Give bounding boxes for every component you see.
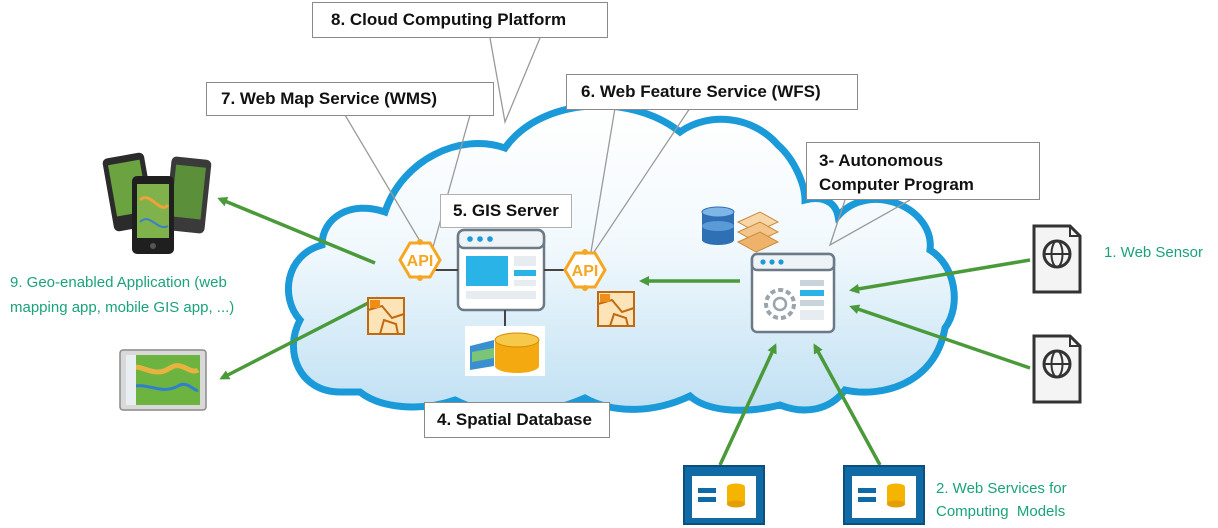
web-sensor-globe-document-icon bbox=[1032, 334, 1082, 404]
web-sensor-label: 1. Web Sensor bbox=[1104, 244, 1203, 261]
autonomous-label-line2: Computer Program bbox=[819, 175, 974, 194]
autonomous-program-callout: 3- Autonomous Computer Program bbox=[806, 142, 1040, 200]
geo-app-label: 9. Geo-enabled Application (web mapping … bbox=[10, 274, 235, 316]
wfs-label: 6. Web Feature Service (WFS) bbox=[581, 82, 821, 101]
gis-server-window-icon bbox=[456, 228, 546, 312]
gis-server-callout: 5. GIS Server bbox=[440, 194, 572, 228]
cloud-shape bbox=[284, 102, 958, 417]
wfs-callout: 6. Web Feature Service (WFS) bbox=[566, 74, 858, 110]
arrow-sensor2-to-program bbox=[849, 304, 1031, 370]
autonomous-label-line1: 3- Autonomous bbox=[819, 151, 944, 170]
cloud-platform-label: 8. Cloud Computing Platform bbox=[331, 10, 567, 29]
web-service-icon bbox=[683, 465, 765, 525]
arrow-sensor1-to-program bbox=[849, 258, 1031, 294]
spatial-db-callout: 4. Spatial Database bbox=[424, 402, 610, 438]
spatial-db-label: 4. Spatial Database bbox=[437, 410, 592, 429]
spatial-database-icon bbox=[465, 326, 545, 376]
feature-map-tile-icon bbox=[367, 297, 405, 335]
arrow-wfs-to-tablet bbox=[219, 296, 379, 380]
cloud-platform-callout: 8. Cloud Computing Platform bbox=[312, 2, 608, 38]
wms-label: 7. Web Map Service (WMS) bbox=[221, 89, 438, 108]
web-sensor-globe-document-icon bbox=[1032, 224, 1082, 294]
api-hexagon-icon: API bbox=[563, 249, 607, 291]
web-services-label: 2. Web Services for Computing Models bbox=[936, 480, 1067, 520]
feature-map-tile-icon bbox=[597, 291, 635, 327]
arrow-service1-to-program bbox=[718, 343, 777, 466]
arrow-wms-to-mobile bbox=[217, 197, 376, 265]
tablet-map-icon bbox=[119, 349, 207, 411]
web-service-icon bbox=[843, 465, 925, 525]
wms-callout: 7. Web Map Service (WMS) bbox=[206, 82, 494, 116]
svg-text:API: API bbox=[572, 263, 599, 280]
arrow-service2-to-program bbox=[813, 343, 882, 466]
flow-arrows bbox=[217, 197, 1031, 466]
mobile-devices-icon bbox=[102, 152, 212, 254]
program-window-gear-icon bbox=[750, 252, 836, 334]
gis-server-label: 5. GIS Server bbox=[453, 201, 559, 220]
api-hexagon-icon: API bbox=[398, 239, 442, 281]
database-stack-icon bbox=[701, 206, 780, 253]
svg-text:API: API bbox=[407, 253, 434, 270]
